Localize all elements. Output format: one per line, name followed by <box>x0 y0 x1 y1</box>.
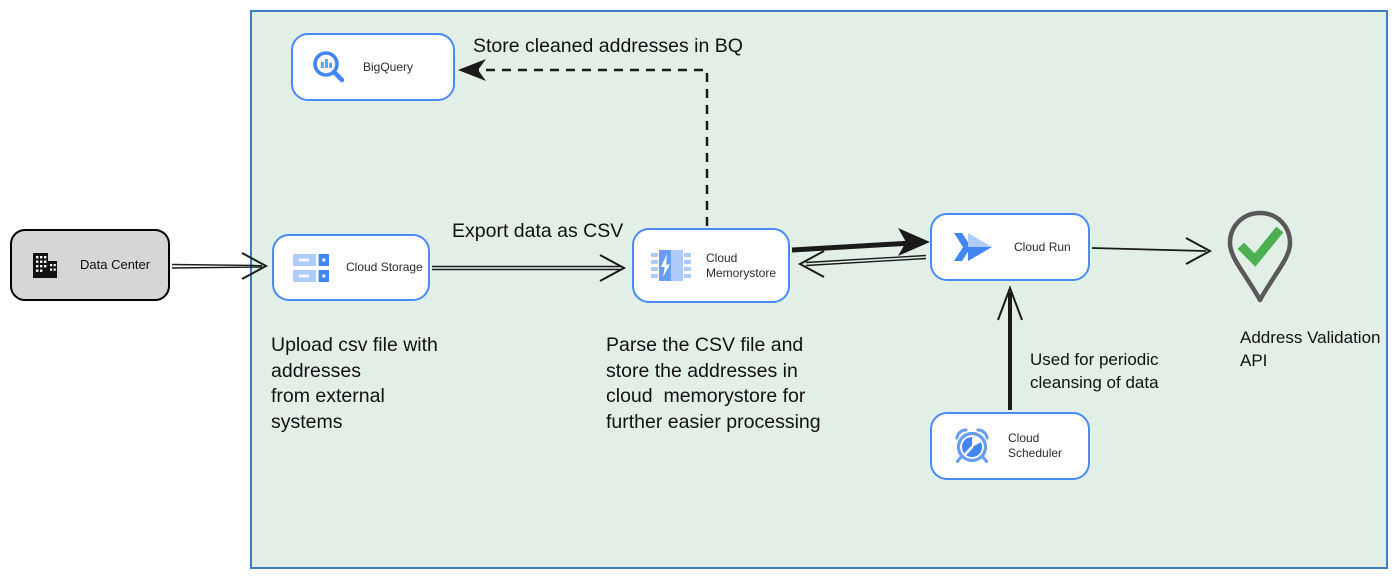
node-label: Data Center <box>80 256 151 272</box>
parse-note: Parse the CSV file and store the address… <box>606 334 821 433</box>
bigquery-icon <box>311 49 347 85</box>
node-data-center[interactable]: Data Center <box>10 229 170 301</box>
node-cloud-memorystore[interactable]: Cloud Memorystore <box>632 228 790 303</box>
cloud-storage-icon <box>292 253 330 283</box>
upload-note: Upload csv file with addresses from exte… <box>271 334 438 433</box>
store-bq-label: Store cleaned addresses in BQ <box>473 35 743 57</box>
map-pin-check-icon <box>1227 210 1293 303</box>
node-cloud-scheduler[interactable]: Cloud Scheduler <box>930 412 1090 480</box>
cloud-scheduler-icon <box>952 427 992 465</box>
address-validation-pin[interactable] <box>1221 208 1299 311</box>
node-label: Cloud Memorystore <box>706 250 777 280</box>
export-csv-label: Export data as CSV <box>452 220 624 242</box>
cloud-run-icon <box>954 232 994 262</box>
cloud-memorystore-icon <box>650 248 692 284</box>
node-label: BigQuery <box>363 59 414 74</box>
node-bigquery[interactable]: BigQuery <box>291 33 455 101</box>
gcp-boundary <box>250 10 1388 569</box>
address-validation-label: Address Validation API <box>1240 328 1385 370</box>
node-label: Cloud Storage <box>346 260 423 274</box>
node-label: Cloud Scheduler <box>1008 431 1063 460</box>
node-cloud-run[interactable]: Cloud Run <box>930 213 1090 281</box>
scheduler-note: Used for periodic cleansing of data <box>1030 350 1159 392</box>
node-cloud-storage[interactable]: Cloud Storage <box>272 234 430 301</box>
data-center-icon <box>30 250 60 280</box>
node-label: Cloud Run <box>1014 239 1071 254</box>
